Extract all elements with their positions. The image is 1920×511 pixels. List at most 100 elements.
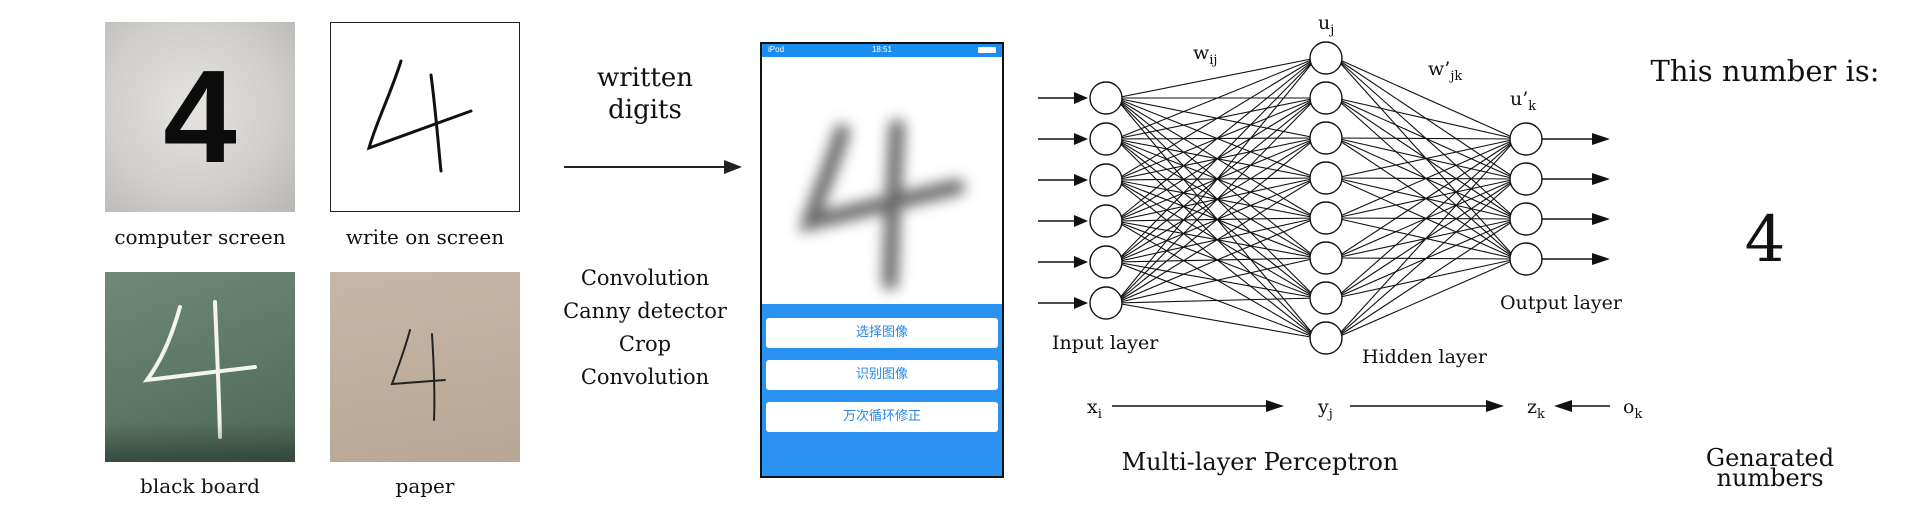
output-node-1 <box>1509 122 1543 156</box>
blurred-four-image <box>798 119 965 290</box>
pen-four-drawing <box>390 329 446 421</box>
computer-screen-photo: 4 <box>105 22 295 212</box>
flow-z-symbol: zk <box>1527 396 1545 422</box>
connection-0-5-6 <box>1115 297 1317 304</box>
connection-0-5-0 <box>1115 57 1317 304</box>
black-board-photo <box>105 272 295 462</box>
step-crop: Crop <box>618 332 672 356</box>
battery-icon <box>978 47 996 53</box>
connection-1-5-0 <box>1335 138 1517 259</box>
computer-screen-digit: 4 <box>163 43 237 190</box>
connection-1-3-0 <box>1335 138 1517 179</box>
carrier-text: iPod <box>768 45 785 54</box>
connection-0-5-2 <box>1115 137 1317 304</box>
hidden-layer-label: Hidden layer <box>1362 346 1487 368</box>
x-to-y-arrowhead <box>1266 400 1284 412</box>
write-on-screen-label: write on screen <box>345 225 505 249</box>
flow-y-base: y <box>1318 396 1329 418</box>
handwritten-four-drawing <box>366 59 473 173</box>
phone-button-panel: 选择图像 识别图像 万次循环修正 <box>762 304 1002 476</box>
input-node-4 <box>1089 204 1123 238</box>
weight-jk-base: w’ <box>1428 58 1451 80</box>
step-convolution-1: Convolution <box>580 266 710 290</box>
mlp-network-diagram <box>1038 41 1610 355</box>
connection-0-2-0 <box>1115 57 1317 181</box>
connection-1-7-3 <box>1335 258 1517 339</box>
phone-status-bar: iPod 18:51 <box>762 44 1002 57</box>
hidden-node-2 <box>1309 81 1343 115</box>
y-to-z-arrowhead <box>1486 400 1504 412</box>
black-board-label: black board <box>140 474 260 498</box>
input-node-3 <box>1089 163 1123 197</box>
connection-0-5-5 <box>1115 257 1317 304</box>
connection-1-6-0 <box>1335 138 1517 299</box>
flow-o-symbol: ok <box>1623 396 1642 422</box>
output-node-2 <box>1509 162 1543 196</box>
loop-correction-button[interactable]: 万次循环修正 <box>766 402 998 432</box>
input-node-2 <box>1089 122 1123 156</box>
flow-x-sub: i <box>1097 406 1102 422</box>
phone-app-screen: iPod 18:51 选择图像 识别图像 万次循环修正 <box>760 42 1004 478</box>
paper-label: paper <box>395 474 455 498</box>
hidden-unit-sub: j <box>1330 22 1335 38</box>
network-io-arrows <box>1038 92 1610 309</box>
connection-0-4-0 <box>1115 57 1317 263</box>
heading-line-1: written <box>596 63 694 93</box>
connection-0-5-4 <box>1115 217 1317 304</box>
o-to-z-arrowhead <box>1554 400 1572 412</box>
weight-jk-sub: jk <box>1450 68 1463 84</box>
result-heading: This number is: <box>1650 54 1880 88</box>
weight-ij-symbol: wij <box>1193 42 1217 68</box>
phone-digit-preview <box>762 57 1002 307</box>
output-arrowhead-1 <box>1592 133 1610 145</box>
weight-ij-base: w <box>1193 42 1210 64</box>
output-node-3 <box>1509 202 1543 236</box>
flow-x-base: x <box>1087 396 1098 418</box>
input-node-6 <box>1089 286 1123 320</box>
hidden-unit-base: u <box>1318 12 1331 34</box>
output-node-4 <box>1509 242 1543 276</box>
select-image-button[interactable]: 选择图像 <box>766 318 998 348</box>
output-arrowhead-3 <box>1592 213 1610 225</box>
hidden-node-1 <box>1309 41 1343 75</box>
connection-0-5-3 <box>1115 177 1317 304</box>
flow-z-sub: k <box>1537 406 1545 422</box>
flow-o-sub: k <box>1634 406 1643 422</box>
computer-screen-label: computer screen <box>114 225 286 249</box>
step-canny-detector: Canny detector <box>563 299 727 323</box>
connection-1-7-0 <box>1335 138 1517 339</box>
hidden-node-6 <box>1309 241 1343 275</box>
flow-z-base: z <box>1527 396 1538 418</box>
written-digits-heading: written digits <box>580 62 710 126</box>
input-arrowhead-3 <box>1074 174 1088 186</box>
network-nodes <box>1089 41 1543 355</box>
output-arrowhead-4 <box>1592 253 1610 265</box>
flow-y-sub: j <box>1328 406 1333 422</box>
heading-line-2: digits <box>608 95 682 125</box>
input-node-1 <box>1089 81 1123 115</box>
connection-1-1-0 <box>1335 97 1517 140</box>
to-phone-arrow <box>564 160 742 174</box>
board-shadow <box>105 422 295 462</box>
hidden-node-5 <box>1309 201 1343 235</box>
caption-line-2: numbers <box>1716 464 1824 492</box>
connection-0-5-1 <box>1115 97 1317 304</box>
weight-jk-symbol: w’jk <box>1428 58 1462 84</box>
clock-text: 18:51 <box>871 45 893 54</box>
caption-line-1: Genarated <box>1705 444 1835 472</box>
flow-arrows <box>1112 400 1610 412</box>
input-arrowhead-2 <box>1074 133 1088 145</box>
write-on-screen-photo <box>330 22 520 212</box>
hidden-node-3 <box>1309 121 1343 155</box>
output-unit-symbol: u’k <box>1510 88 1536 114</box>
flow-x-symbol: xi <box>1087 396 1102 422</box>
hidden-node-7 <box>1309 281 1343 315</box>
connection-0-1-0 <box>1115 57 1317 140</box>
connection-1-4-0 <box>1335 138 1517 219</box>
input-arrowhead-4 <box>1074 215 1088 227</box>
result-digit: 4 <box>1744 203 1786 277</box>
flow-y-symbol: yj <box>1318 396 1333 422</box>
connection-1-7-2 <box>1335 218 1517 339</box>
recognize-image-button[interactable]: 识别图像 <box>766 360 998 390</box>
input-arrowhead-5 <box>1074 256 1088 268</box>
